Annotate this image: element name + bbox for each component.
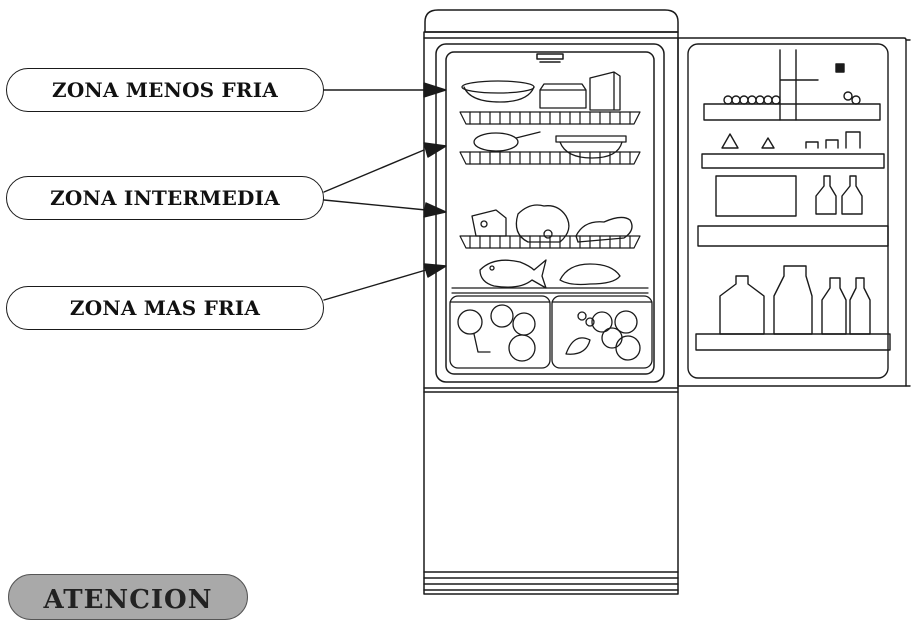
refrigerator-diagram bbox=[323, 9, 911, 595]
crisper-drawers bbox=[449, 295, 653, 369]
container-icon bbox=[539, 83, 587, 109]
zone-intermediate-text: ZONA INTERMEDIA bbox=[50, 186, 280, 210]
apples-icon bbox=[457, 304, 536, 362]
large-bottles bbox=[719, 265, 871, 335]
shelf-bottom-glass bbox=[451, 287, 649, 294]
carton-icon bbox=[589, 71, 621, 111]
chicken-icon bbox=[575, 216, 633, 243]
door-top-cross bbox=[779, 49, 819, 121]
pan-icon bbox=[473, 132, 519, 152]
zone-intermediate-label: ZONA INTERMEDIA bbox=[6, 176, 324, 220]
fridge-light bbox=[536, 53, 564, 60]
egg-icons bbox=[723, 91, 861, 105]
zone-pointers bbox=[323, 82, 447, 301]
food-second-shelf bbox=[473, 131, 627, 159]
fruits-icon bbox=[565, 310, 641, 361]
notice-badge: ATENCION bbox=[8, 574, 248, 620]
shelf-top bbox=[459, 111, 641, 125]
food-third-shelf bbox=[471, 204, 633, 243]
notice-text: ATENCION bbox=[43, 585, 213, 615]
zone-coldest-label: ZONA MAS FRIA bbox=[6, 286, 324, 330]
egg-tray bbox=[703, 103, 881, 121]
door-shelf-middle bbox=[697, 225, 889, 247]
fish-icon bbox=[479, 259, 547, 289]
butter-box bbox=[715, 175, 797, 217]
arrowhead-intermediate-lower bbox=[423, 202, 447, 218]
small-bottles bbox=[815, 175, 863, 215]
arrowhead-top bbox=[423, 82, 447, 98]
jar-icons bbox=[721, 131, 861, 149]
zone-less-cold-text: ZONA MENOS FRIA bbox=[52, 78, 278, 102]
fridge-top-cap bbox=[424, 9, 679, 33]
food-fourth-shelf bbox=[479, 259, 621, 289]
door-shelf-upper bbox=[701, 153, 885, 169]
door-logo bbox=[835, 63, 845, 73]
plate-icon bbox=[461, 80, 535, 94]
pig-head-icon bbox=[515, 204, 570, 243]
food-top-shelf bbox=[461, 71, 621, 111]
fridge-door bbox=[677, 37, 911, 387]
zone-coldest-text: ZONA MAS FRIA bbox=[69, 296, 261, 320]
meat-icon bbox=[559, 263, 621, 286]
cheese-icon bbox=[471, 209, 507, 237]
arrowhead-intermediate-upper bbox=[423, 142, 447, 158]
zone-less-cold-label: ZONA MENOS FRIA bbox=[6, 68, 324, 112]
door-shelf-bottom bbox=[695, 333, 891, 351]
arrowhead-bottom bbox=[423, 263, 447, 278]
dish-icon bbox=[559, 141, 623, 159]
